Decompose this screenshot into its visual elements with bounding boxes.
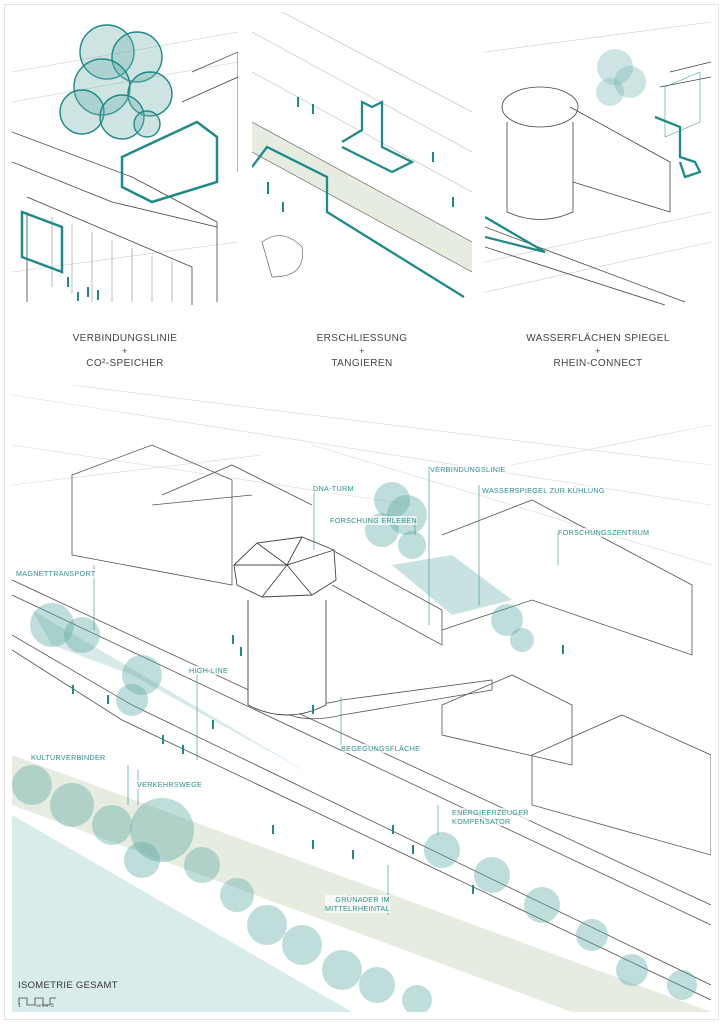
label-wasserspiegel: WASSERSPIEGEL ZUR KÜHLUNG xyxy=(482,486,605,495)
poster-frame xyxy=(4,4,719,1020)
caption-plus: + xyxy=(595,346,601,356)
scale-end: 5 xyxy=(51,1003,54,1009)
label-line-2: MITTELRHEINTAL xyxy=(325,904,390,913)
panel-1-drawing xyxy=(12,24,238,305)
caption-plus: + xyxy=(122,346,128,356)
label-line-1: GRÜNADER IM xyxy=(335,895,390,904)
label-line-2: KOMPENSATOR xyxy=(452,817,511,826)
caption-panel-1: VERBINDUNGSLINIE + CO²-SPEICHER xyxy=(12,332,238,370)
caption-title: ERSCHLIESSUNG xyxy=(316,333,408,344)
caption-subtitle: TANGIEREN xyxy=(331,358,393,369)
panel-erschliessung xyxy=(252,12,472,305)
label-begegnungsflaeche: BEGEGUNGSFLÄCHE xyxy=(341,744,421,753)
label-line-1: ENERGIEERZEUGER xyxy=(452,808,529,817)
label-verbindungslinie: VERBINDUNGSLINIE xyxy=(430,465,506,474)
scale-unit: METER xyxy=(36,1004,49,1008)
drawing-title: ISOMETRIE GESAMT xyxy=(18,980,118,991)
label-gruenader: GRÜNADER IM MITTELRHEINTAL xyxy=(325,895,390,913)
caption-panel-3: WASSERFLÄCHEN SPIEGEL + RHEIN-CONNECT xyxy=(485,332,711,370)
caption-plus: + xyxy=(359,346,365,356)
scale-bar: 1 METER 5 xyxy=(18,993,58,1011)
label-kulturverbinder: KULTURVERBINDER xyxy=(31,753,106,762)
label-verkehrswege: VERKEHRSWEGE xyxy=(137,780,203,789)
caption-title: WASSERFLÄCHEN SPIEGEL xyxy=(526,333,670,344)
caption-subtitle: CO²-SPEICHER xyxy=(86,358,164,369)
label-forschung-erleben: FORSCHUNG ERLEBEN xyxy=(330,516,417,525)
scale-bar-graphic xyxy=(18,997,56,1006)
panel-wasserflaechen xyxy=(485,12,711,305)
panel-verbindungslinie xyxy=(12,12,238,305)
label-magnettransport: MAGNETTRANSPORT xyxy=(16,569,96,578)
scale-start: 1 xyxy=(18,1003,21,1009)
caption-subtitle: RHEIN-CONNECT xyxy=(553,358,643,369)
caption-panel-2: ERSCHLIESSUNG + TANGIEREN xyxy=(249,332,475,370)
label-forschungszentrum: FORSCHUNGSZENTRUM xyxy=(558,528,650,537)
caption-title: VERBINDUNGSLINIE xyxy=(72,333,178,344)
label-dna-turm: DNA-TURM xyxy=(313,484,354,493)
label-energieerzeuger: ENERGIEERZEUGER KOMPENSATOR xyxy=(452,808,529,826)
panel-3-drawing xyxy=(485,21,711,305)
panel-2-drawing xyxy=(252,12,472,298)
isometric-drawing xyxy=(12,385,711,1012)
label-high-line: HIGH-LINE xyxy=(189,666,229,675)
isometric-overview xyxy=(12,385,711,1012)
